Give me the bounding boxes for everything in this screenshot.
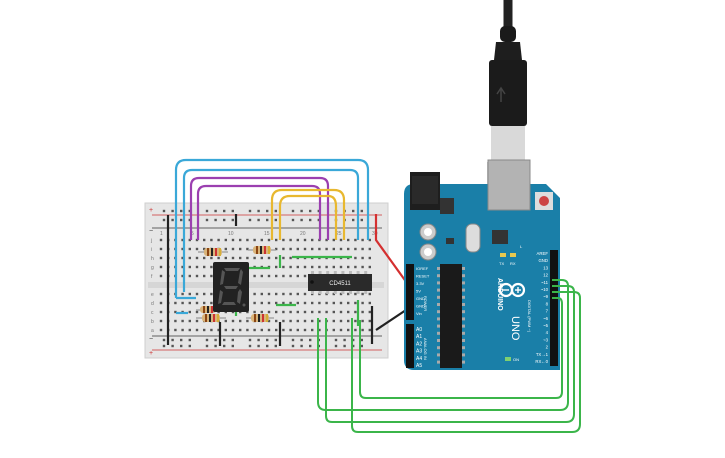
analog-header[interactable]: [406, 324, 414, 368]
row-letter: c: [151, 310, 154, 316]
digital-pin-label: 7: [546, 309, 549, 314]
power-header[interactable]: [406, 264, 414, 320]
power-pin-label: RESET: [416, 274, 430, 279]
arduino-infinity-logo-icon: [498, 282, 526, 298]
analog-pin-label: A3: [416, 349, 422, 355]
tx-led-label: TX: [499, 261, 504, 266]
digital-pin-label: 12: [543, 273, 548, 278]
board-text: UNO: [509, 316, 521, 341]
row-letter: b: [151, 319, 154, 325]
analog-pin-label: A1: [416, 334, 422, 340]
resistor-icon[interactable]: [198, 248, 228, 256]
chip-label: CD4511: [329, 281, 351, 287]
power-pin-label: GND: [416, 296, 425, 301]
power-pin-label: Vin: [416, 311, 422, 316]
resistor-icon[interactable]: [248, 246, 276, 254]
digital-pin-label: ~9: [543, 294, 549, 299]
on-led-label: ON: [513, 357, 519, 362]
analog-pin-label: A5: [416, 363, 422, 369]
row-letter: a: [151, 328, 154, 334]
row-letter: g: [151, 265, 154, 271]
row-letters: j i h g f e d c b a: [150, 238, 154, 334]
digital-header[interactable]: [550, 250, 558, 366]
digital-section-label: DIGITAL (PWM ~): [527, 300, 532, 333]
digital-pin-label: ~11: [541, 280, 549, 285]
digital-pin-label: 4: [546, 330, 549, 335]
column-number: 30: [372, 231, 378, 237]
row-letter: j: [150, 238, 152, 244]
analog-section-label: ANALOG IN: [423, 338, 428, 360]
rail-minus-label: −: [149, 228, 153, 235]
column-number: 20: [300, 231, 306, 237]
green-signal-wires[interactable]: [317, 279, 581, 433]
digital-pin-label: 13: [543, 265, 548, 270]
digital-pin-label: 2: [546, 345, 549, 350]
breadboard-wires[interactable]: [166, 158, 413, 346]
digital-pin-label: GND: [538, 258, 548, 263]
digital-pin-label: ~5: [543, 323, 549, 328]
analog-pin-label: A2: [416, 341, 422, 347]
brand-text: ARDUINO: [496, 278, 503, 311]
column-number: 15: [264, 231, 270, 237]
power-pin-label: IOREF: [416, 266, 429, 271]
column-number: 5: [191, 231, 194, 237]
rail-minus-label-bottom: −: [149, 336, 153, 343]
analog-pin-label: A0: [416, 327, 422, 333]
column-numbers: 1 5 10 15 20 25 30: [160, 231, 378, 237]
rx-led-label: RX: [510, 261, 516, 266]
row-letter: i: [151, 247, 152, 253]
reset-button-icon[interactable]: [535, 192, 553, 210]
digital-pin-label: AREF: [537, 251, 549, 256]
digital-pin-label: ~6: [543, 316, 549, 321]
power-section-label: POWER: [423, 296, 428, 311]
cd4511-chip[interactable]: CD4511: [308, 271, 372, 294]
digital-pin-label: TX→1: [536, 352, 549, 357]
seven-segment-display-icon[interactable]: [213, 262, 249, 312]
resistor-icon[interactable]: [196, 306, 222, 313]
digital-pin-label: 8: [546, 301, 549, 306]
resistor-icon[interactable]: [196, 314, 226, 322]
row-letter: f: [151, 274, 153, 280]
arduino-uno-board[interactable]: TX RX L ON ARDUINO UNO POWER ANALOG IN D…: [404, 159, 560, 370]
l-led-label: L: [520, 244, 523, 249]
digital-pin-label: RX←0: [535, 359, 548, 364]
digital-pin-label: ~3: [543, 337, 549, 342]
column-number: 10: [228, 231, 234, 237]
rail-plus-label: +: [149, 207, 153, 214]
power-pin-label: 3.3V: [416, 281, 425, 286]
resistor-icon[interactable]: [246, 314, 274, 322]
column-number: 1: [160, 231, 163, 237]
row-letter: h: [151, 256, 154, 262]
power-pin-label: 5V: [416, 289, 421, 294]
breadboard-holes: [159, 209, 371, 348]
rail-plus-label-bottom: +: [149, 350, 153, 357]
digital-pin-label: ~10: [541, 287, 549, 292]
row-letter: e: [151, 292, 154, 298]
column-number: 25: [336, 231, 342, 237]
row-letter: d: [151, 301, 154, 307]
power-pin-label: GND: [416, 304, 425, 309]
analog-pin-label: A4: [416, 356, 422, 362]
